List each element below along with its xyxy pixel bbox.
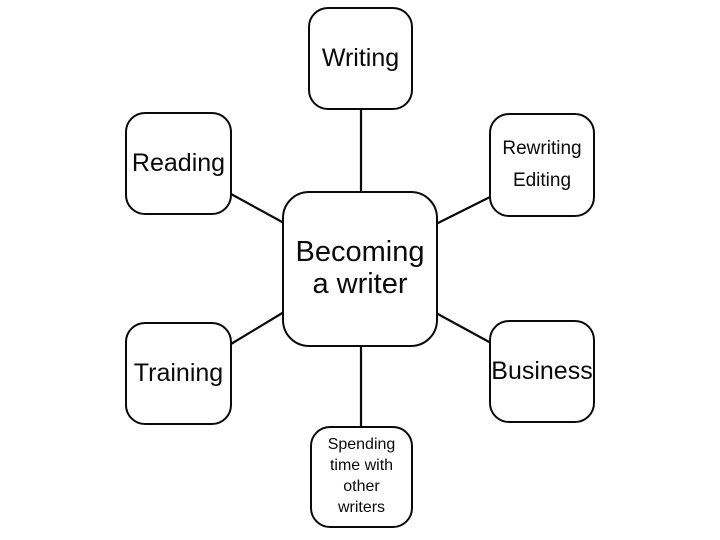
node-rewriting-editing: Rewriting Editing	[489, 113, 595, 217]
node-training-label: Training	[133, 359, 224, 388]
node-training: Training	[125, 322, 232, 425]
node-writing: Writing	[308, 7, 413, 110]
node-reading: Reading	[125, 112, 232, 215]
node-business: Business	[489, 320, 595, 423]
node-business-label: Business	[491, 357, 593, 386]
node-spending-time-label: Spending time with other writers	[327, 436, 396, 516]
node-center: Becoming a writer	[282, 191, 438, 347]
connector-business-center	[434, 311, 493, 345]
node-reading-label: Reading	[131, 149, 226, 178]
connector-training-center	[229, 310, 286, 346]
node-rewriting-editing-label: Rewriting Editing	[502, 138, 582, 191]
connector-reading-center	[229, 192, 286, 225]
node-spending-time: Spending time with other writers	[310, 426, 413, 528]
connector-rewriting-center	[434, 194, 494, 226]
node-center-label: Becoming a writer	[295, 236, 425, 300]
node-writing-label: Writing	[321, 44, 400, 73]
